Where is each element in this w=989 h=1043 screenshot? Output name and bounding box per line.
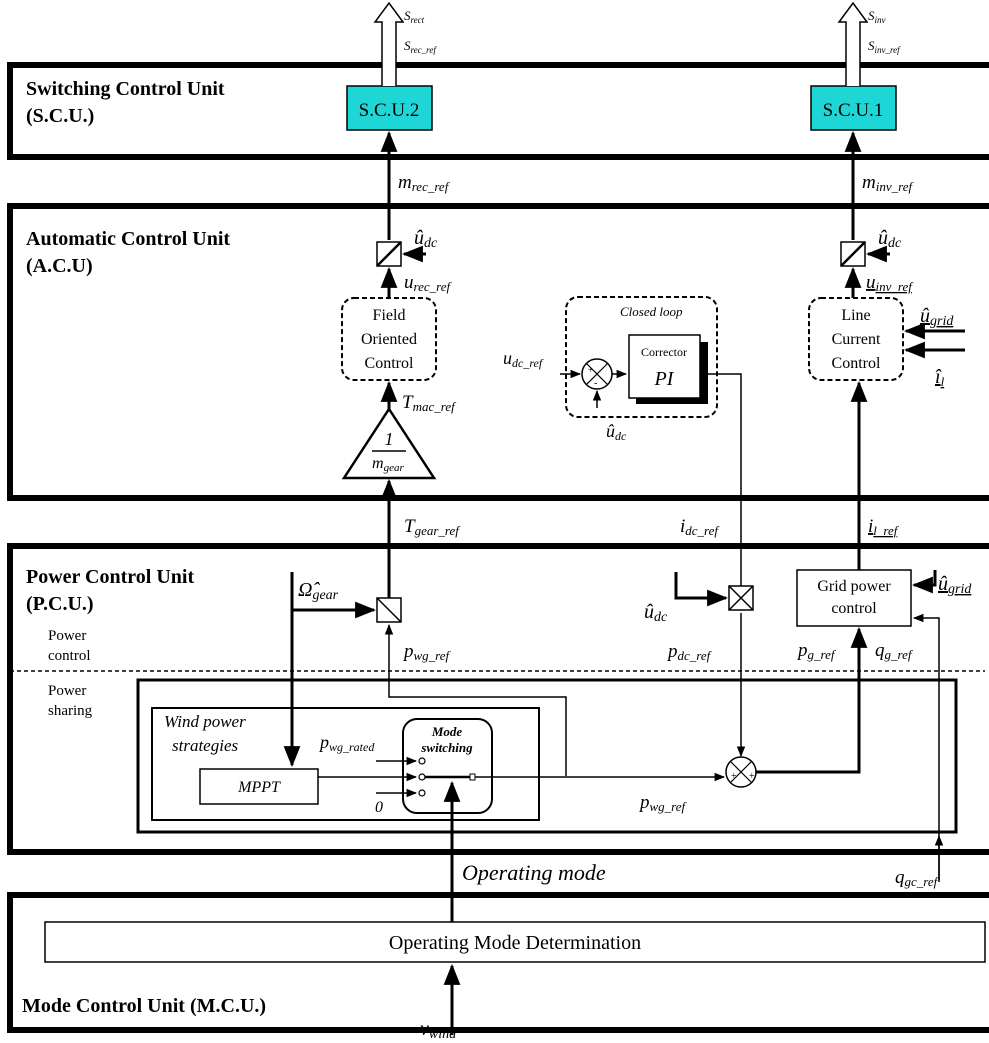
u-dc-ref-label: udc_ref <box>503 348 544 370</box>
svg-text:-: - <box>737 733 744 758</box>
power-sharing-box <box>136 678 958 834</box>
wind-strategies-box <box>151 707 540 821</box>
u-grid-pcu-input <box>911 570 937 594</box>
acu-title: Automatic Control Unit <box>26 228 230 250</box>
v-wind-label: vwind <box>420 1018 457 1042</box>
svg-text:+: + <box>731 771 737 782</box>
mode-switching-line1: Mode <box>431 724 463 739</box>
mode-switching-block <box>402 718 493 814</box>
foc-line2: Oriented <box>361 331 417 348</box>
omd-label: Operating Mode Determination <box>389 932 641 954</box>
p-g-ref-label: pg_ref <box>796 640 837 662</box>
u-inv-ref-label: uinv_ref <box>866 272 914 294</box>
m-inv-ref-label: minv_ref <box>862 172 914 194</box>
scu2-block <box>346 85 433 131</box>
zero-label: 0 <box>375 799 383 816</box>
s-rect-label: Srect <box>404 8 425 25</box>
u-dc-hat-right-label: ûdc <box>878 227 902 251</box>
wind-strategies-line1: Wind power <box>164 712 246 731</box>
u-dc-hat-pcu-label: ûdc <box>644 601 668 625</box>
u-dc-hat-pi-label: ûdc <box>606 421 627 443</box>
lcc-line1: Line <box>841 307 870 324</box>
i-l-acu-label: îl <box>935 366 945 389</box>
q-g-ref-line <box>912 613 940 882</box>
q-g-ref-label: qg_ref <box>875 640 914 662</box>
mcu-title: Mode Control Unit (M.C.U.) <box>22 995 266 1017</box>
sinv-output-arrow <box>837 1 869 86</box>
power-sharing-label-2: sharing <box>48 703 93 719</box>
wind-strategies-line2: strategies <box>172 736 238 755</box>
gain-denominator: mgear <box>372 455 404 474</box>
power-sharing-label-1: Power <box>48 683 86 699</box>
lcc-line3: Control <box>832 355 881 372</box>
lcc-block <box>808 297 904 381</box>
mppt-label: MPPT <box>237 779 281 796</box>
u-dc-to-multiplier <box>674 572 729 607</box>
corrector-label: Corrector <box>641 345 687 359</box>
p-wg-ref-feedback <box>384 623 567 776</box>
s-inv-ref-label: Sinv_ref <box>868 38 901 55</box>
i-l-ref-label: il_ref <box>868 516 900 538</box>
pcu-title: Power Control Unit <box>26 566 194 588</box>
foc-line1: Field <box>373 307 406 324</box>
foc-block <box>341 297 437 381</box>
scu2-label: S.C.U.2 <box>359 100 420 121</box>
power-control-label-1: Power <box>48 628 86 644</box>
srect-output-arrow <box>373 1 405 86</box>
t-gear-ref-label: Tgear_ref <box>404 516 461 538</box>
pi-corrector-block <box>628 334 701 399</box>
grid-power-line1: Grid power <box>817 578 891 595</box>
q-gc-ref-label: qgc_ref <box>895 867 940 889</box>
u-dc-hat-left-label: ûdc <box>414 227 438 251</box>
lcc-line2: Current <box>832 331 881 348</box>
u-grid-pcu-label: ûgrid <box>938 573 972 597</box>
mppt-block <box>199 768 319 805</box>
p-dc-ref-label: pdc_ref <box>666 641 713 663</box>
gear-gain-triangle <box>341 406 437 480</box>
pcu-title-abbr: (P.C.U.) <box>26 593 94 615</box>
svg-text:+: + <box>749 771 755 782</box>
scu-title-abbr: (S.C.U.) <box>26 105 94 127</box>
svg-text:+: + <box>588 365 593 375</box>
p-wg-rated-label: pwg_rated <box>318 732 375 754</box>
gain-numerator: 1 <box>385 429 394 449</box>
p-wg-ref-bottom-label: pwg_ref <box>638 792 688 814</box>
i-dc-ref-line <box>708 373 746 612</box>
pi-label: PI <box>654 368 675 390</box>
svg-text:-: - <box>594 378 597 389</box>
grid-power-control-block <box>796 569 912 627</box>
closed-loop-label: Closed loop <box>620 304 683 319</box>
operating-mode-label: Operating mode <box>462 860 606 885</box>
power-control-label-2: control <box>48 648 91 664</box>
scu1-label: S.C.U.1 <box>823 100 884 121</box>
t-mac-ref-label: Tmac_ref <box>402 392 457 414</box>
u-grid-acu-label: ûgrid <box>920 305 954 329</box>
p-g-ref-line <box>756 626 868 774</box>
i-dc-ref-label: idc_ref <box>680 516 720 538</box>
grid-power-line2: control <box>831 600 877 617</box>
mode-switching-line2: switching <box>420 740 473 755</box>
m-rec-ref-label: mrec_ref <box>398 172 451 194</box>
s-inv-label: Sinv <box>868 8 886 25</box>
foc-line3: Control <box>365 355 414 372</box>
s-rec-ref-label: Srec_ref <box>404 38 437 55</box>
p-wg-ref-top-label: pwg_ref <box>402 641 452 663</box>
u-rec-ref-label: urec_ref <box>404 272 452 294</box>
operating-mode-determination-block <box>44 921 986 963</box>
acu-title-abbr: (A.C.U) <box>26 255 93 277</box>
scu-title: Switching Control Unit <box>26 78 225 100</box>
